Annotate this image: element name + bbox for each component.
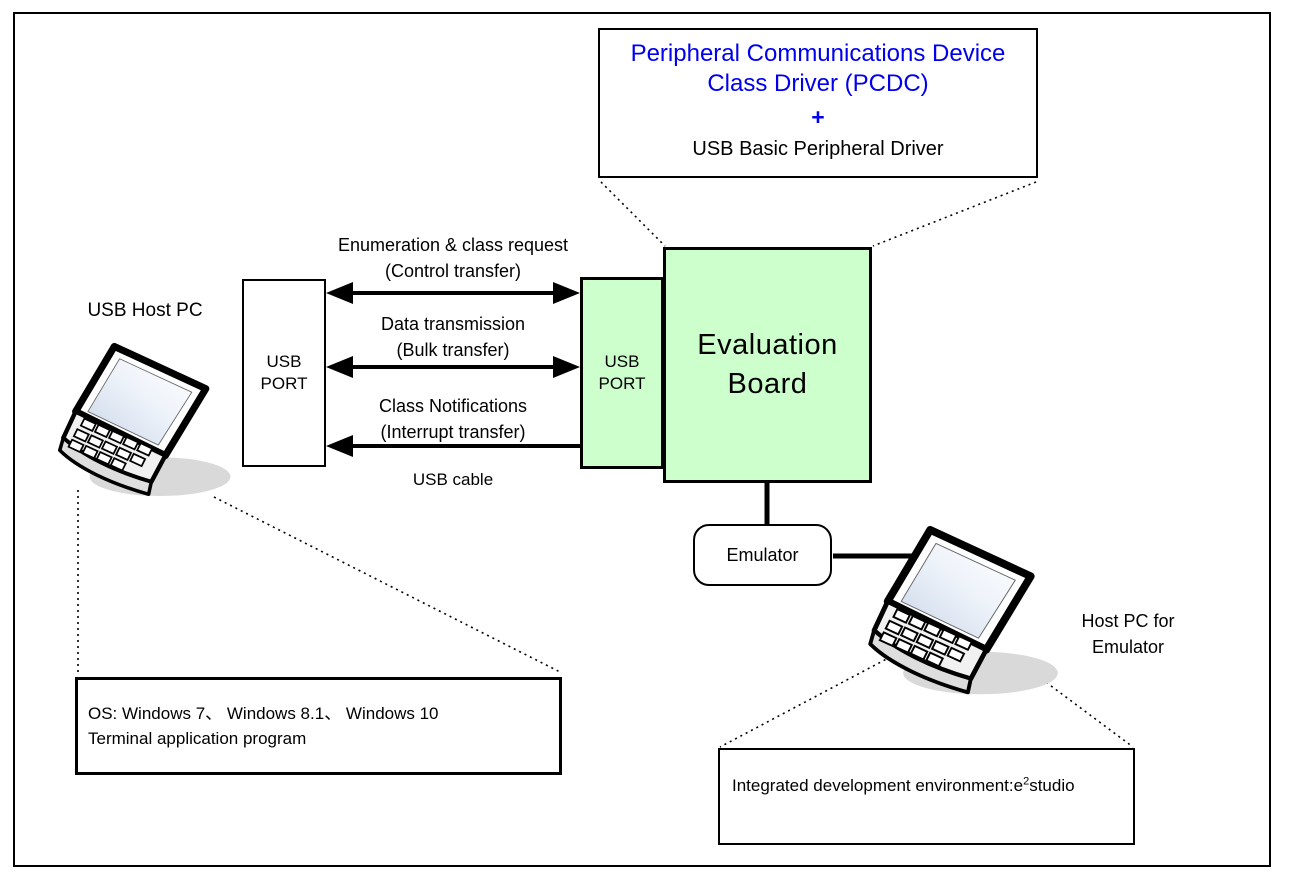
emulator-host-pc-label: Host PC for Emulator xyxy=(1058,608,1198,660)
transfer-control-subtitle: (Control transfer) xyxy=(384,261,522,281)
usb-port-board-line1: USB xyxy=(604,352,640,371)
plus-sign: + xyxy=(811,104,825,130)
outer-border xyxy=(13,12,1271,867)
emulator-host-pc-laptop-icon xyxy=(866,526,1064,702)
emulator-host-pc-line2: Emulator xyxy=(1091,637,1165,657)
pcdc-title: Peripheral Communications Device Class D… xyxy=(600,39,1036,99)
usb-port-board-line2: PORT xyxy=(598,374,646,393)
transfer-interrupt-subtitle: (Interrupt transfer) xyxy=(380,422,526,442)
pcdc-title-line2: Class Driver (PCDC) xyxy=(707,70,929,97)
usb-host-pc-label: USB Host PC xyxy=(87,300,203,321)
transfer-label-bulk: Data transmission (Bulk transfer) xyxy=(323,311,583,363)
pcdc-title-line1: Peripheral Communications Device xyxy=(630,40,1006,67)
transfer-control-title: Enumeration & class request xyxy=(337,235,569,255)
usb-cable-label: USB cable xyxy=(412,470,494,489)
ide-note-box: Integrated development environment:e2stu… xyxy=(718,748,1135,845)
host-pc-note-os: OS: Windows 7、 Windows 8.1、 Windows 10 xyxy=(88,704,439,723)
transfer-label-interrupt: Class Notifications (Interrupt transfer) xyxy=(323,393,583,445)
transfer-label-control: Enumeration & class request (Control tra… xyxy=(323,232,583,284)
emulator-host-pc-line1: Host PC for xyxy=(1081,611,1175,631)
usb-port-host-box: USB PORT xyxy=(242,279,326,467)
usb-host-pc-laptop-icon xyxy=(58,330,234,516)
evaluation-board-line2: Board xyxy=(727,368,808,400)
usb-port-host-line2: PORT xyxy=(260,374,308,393)
evaluation-board-box: Evaluation Board xyxy=(663,247,872,483)
transfer-interrupt-title: Class Notifications xyxy=(378,396,528,416)
usb-port-board-box: USB PORT xyxy=(580,277,664,469)
evaluation-board-line1: Evaluation xyxy=(697,329,838,361)
emulator-label: Emulator xyxy=(726,544,799,565)
emulator-box: Emulator xyxy=(693,524,832,586)
usb-basic-driver-label: USB Basic Peripheral Driver xyxy=(692,138,944,160)
usb-port-host-line1: USB xyxy=(266,352,302,371)
transfer-bulk-title: Data transmission xyxy=(380,314,526,334)
ide-note-text: Integrated development environment:e2stu… xyxy=(732,775,1075,795)
transfer-bulk-subtitle: (Bulk transfer) xyxy=(396,340,510,360)
host-pc-note-box: OS: Windows 7、 Windows 8.1、 Windows 10 T… xyxy=(75,677,562,775)
host-pc-note-app: Terminal application program xyxy=(88,729,307,748)
pcdc-driver-box: Peripheral Communications Device Class D… xyxy=(598,28,1038,178)
